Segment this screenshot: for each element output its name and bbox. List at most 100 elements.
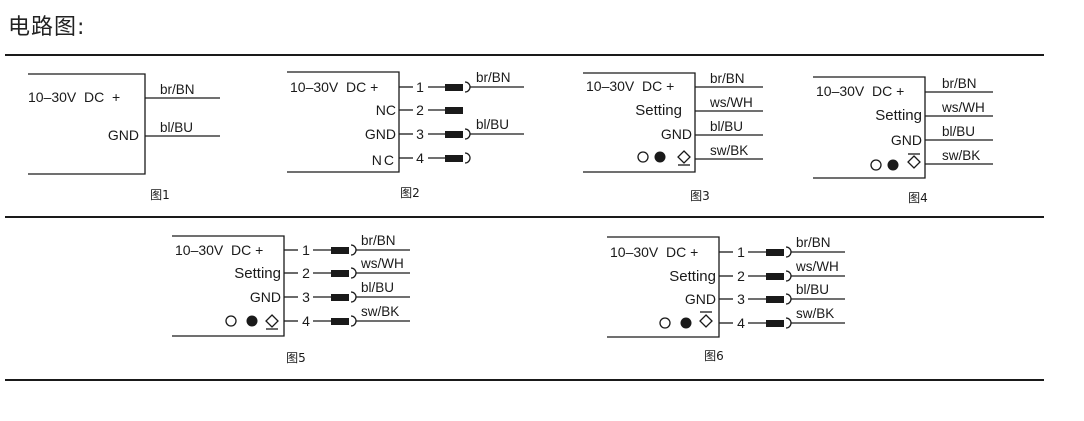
terminal-label: GND [891, 132, 922, 148]
diagram-fig3 [583, 72, 763, 173]
terminal-label: 10–30V DC + [28, 89, 120, 105]
terminal-label: 10–30V DC + [586, 78, 674, 94]
connector-plug [445, 131, 463, 138]
wire-color-label: ws/WH [360, 256, 404, 271]
pin-number: 3 [737, 291, 745, 307]
figure-caption: 图6 [704, 349, 724, 363]
wire-color-label: bl/BU [476, 117, 509, 132]
pin-number: 2 [737, 268, 745, 284]
socket-arc [785, 246, 792, 258]
terminal-label: NC [376, 102, 396, 118]
pin-number: 3 [302, 289, 310, 305]
figure-caption: 图3 [690, 189, 710, 203]
connector-plug [766, 296, 784, 303]
filled-circle-icon [246, 315, 258, 327]
device-box [583, 72, 696, 173]
wire-color-label: br/BN [160, 82, 195, 97]
socket-arc [350, 291, 357, 303]
device-box [28, 73, 146, 175]
open-circle-icon [637, 151, 649, 163]
diamond-icon [699, 314, 713, 328]
terminal-label: 10–30V DC + [816, 83, 904, 99]
device-box [813, 76, 926, 179]
terminal-label: GND [661, 126, 692, 142]
device-box [607, 236, 720, 338]
device-box [172, 235, 285, 337]
figure-caption: 图2 [400, 186, 420, 200]
top-divider [5, 54, 1044, 56]
wire-color-label: br/BN [796, 235, 831, 250]
diamond-icon [677, 150, 691, 164]
wire-color-label: sw/BK [942, 148, 980, 163]
terminal-label: 10–30V DC + [290, 79, 378, 95]
pin-number: 3 [416, 126, 424, 142]
terminal-label: Setting [635, 102, 682, 119]
terminal-label: NC [372, 152, 396, 168]
filled-circle-icon [680, 317, 692, 329]
socket-arc [350, 315, 357, 327]
wire-color-label: bl/BU [361, 280, 394, 295]
diagram-fig5 [172, 235, 410, 337]
wire-color-label: bl/BU [796, 282, 829, 297]
diagram-fig6 [607, 236, 845, 338]
terminal-label: 10–30V DC + [175, 242, 263, 258]
connector-plug [766, 320, 784, 327]
connector-plug [766, 249, 784, 256]
terminal-label: GND [108, 127, 139, 143]
diamond-icon [907, 155, 921, 169]
connector-plug [331, 270, 349, 277]
wire-color-label: br/BN [361, 233, 396, 248]
connector-plug [331, 294, 349, 301]
wire-color-label: br/BN [942, 76, 977, 91]
connector-plug [766, 273, 784, 280]
terminal-label: Setting [875, 107, 922, 124]
diagram-fig1 [28, 73, 220, 175]
figure-caption: 图5 [286, 351, 306, 365]
connector-plug [445, 107, 463, 114]
socket-arc [464, 81, 471, 93]
wire-color-label: br/BN [476, 70, 511, 85]
connector-plug [445, 84, 463, 91]
connector-plug [331, 318, 349, 325]
terminal-label: GND [685, 291, 716, 307]
pin-number: 4 [737, 315, 745, 331]
socket-arc [785, 317, 792, 329]
pin-number: 4 [302, 313, 310, 329]
socket-arc [464, 128, 471, 140]
wire-color-label: ws/WH [795, 259, 839, 274]
wire-color-label: ws/WH [941, 100, 985, 115]
wire-color-label: bl/BU [710, 119, 743, 134]
terminal-label: 10–30V DC + [610, 244, 698, 260]
diagram-fig2 [287, 71, 524, 173]
open-circle-icon [225, 315, 237, 327]
wire-color-label: br/BN [710, 71, 745, 86]
pin-number: 1 [737, 244, 745, 260]
figure-caption: 图4 [908, 191, 928, 205]
terminal-label: Setting [234, 265, 281, 282]
open-circle-icon [870, 159, 882, 171]
connector-plug [331, 247, 349, 254]
pin-number: 4 [416, 150, 424, 166]
pin-number: 2 [302, 265, 310, 281]
pin-number: 1 [302, 242, 310, 258]
middle-divider [5, 216, 1044, 218]
filled-circle-icon [887, 159, 899, 171]
wire-color-label: ws/WH [709, 95, 753, 110]
figure-caption: 图1 [150, 188, 170, 202]
pin-number: 2 [416, 102, 424, 118]
wire-color-label: sw/BK [796, 306, 834, 321]
terminal-label: Setting [669, 268, 716, 285]
socket-arc [350, 244, 357, 256]
socket-arc [464, 152, 471, 164]
terminal-label: GND [365, 126, 396, 142]
terminal-label: GND [250, 289, 281, 305]
socket-arc [350, 267, 357, 279]
device-box [287, 71, 400, 173]
connector-plug [445, 155, 463, 162]
wire-color-label: bl/BU [160, 120, 193, 135]
filled-circle-icon [654, 151, 666, 163]
diagram-fig4 [813, 76, 993, 179]
diamond-icon [265, 314, 279, 328]
bottom-divider [5, 379, 1044, 381]
